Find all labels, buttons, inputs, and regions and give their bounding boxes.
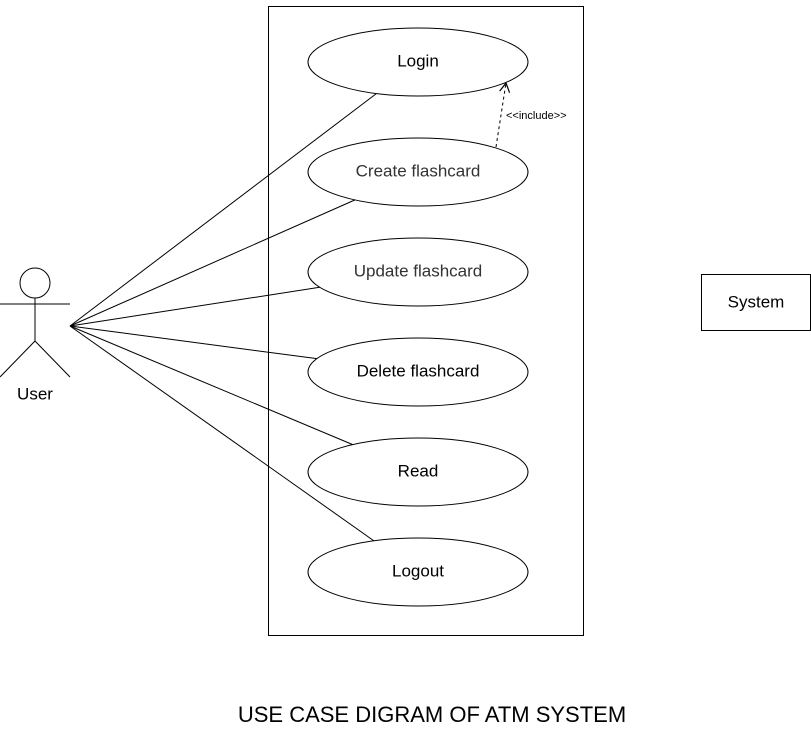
actor-head — [19, 267, 51, 299]
include-arrow — [495, 81, 511, 148]
use-case-create: Create flashcard — [307, 137, 529, 207]
use-case-login: Login — [307, 27, 529, 97]
actor-user: User — [0, 267, 71, 403]
use-case-delete: Delete flashcard — [307, 337, 529, 407]
use-case-ellipse — [307, 237, 529, 307]
actor-label: User — [17, 384, 53, 403]
use-case-logout: Logout — [307, 537, 529, 607]
association-line-delete — [69, 325, 317, 360]
association-line-create — [69, 199, 356, 327]
diagram-title: USE CASE DIGRAM OF ATM SYSTEM — [238, 702, 626, 727]
use-case-update: Update flashcard — [307, 237, 529, 307]
use-case-label: Logout — [392, 561, 444, 580]
association-line-read — [69, 325, 353, 446]
use-case-read: Read — [307, 437, 529, 507]
association-lines — [69, 93, 377, 542]
system-box-label: System — [728, 292, 785, 311]
association-line-login — [69, 93, 377, 327]
actor-left-leg — [0, 340, 36, 378]
use-case-ellipse — [307, 27, 529, 97]
use-case-ellipse — [307, 137, 529, 207]
association-line-update — [69, 286, 320, 327]
association-line-logout — [69, 325, 375, 542]
use-case-label: Delete flashcard — [357, 361, 480, 380]
use-case-ellipse — [307, 437, 529, 507]
use-case-ellipse — [307, 537, 529, 607]
use-case-label: Update flashcard — [354, 261, 483, 280]
use-case-label: Read — [398, 461, 439, 480]
use-case-ellipse — [307, 337, 529, 407]
system-boundary — [268, 6, 584, 636]
include-label: <<include>> — [506, 110, 567, 122]
use-case-label: Login — [397, 51, 439, 70]
system-box-rect — [701, 274, 811, 331]
system-box: System — [701, 274, 811, 331]
actor-right-leg — [34, 340, 71, 378]
use-case-label: Create flashcard — [356, 161, 481, 180]
